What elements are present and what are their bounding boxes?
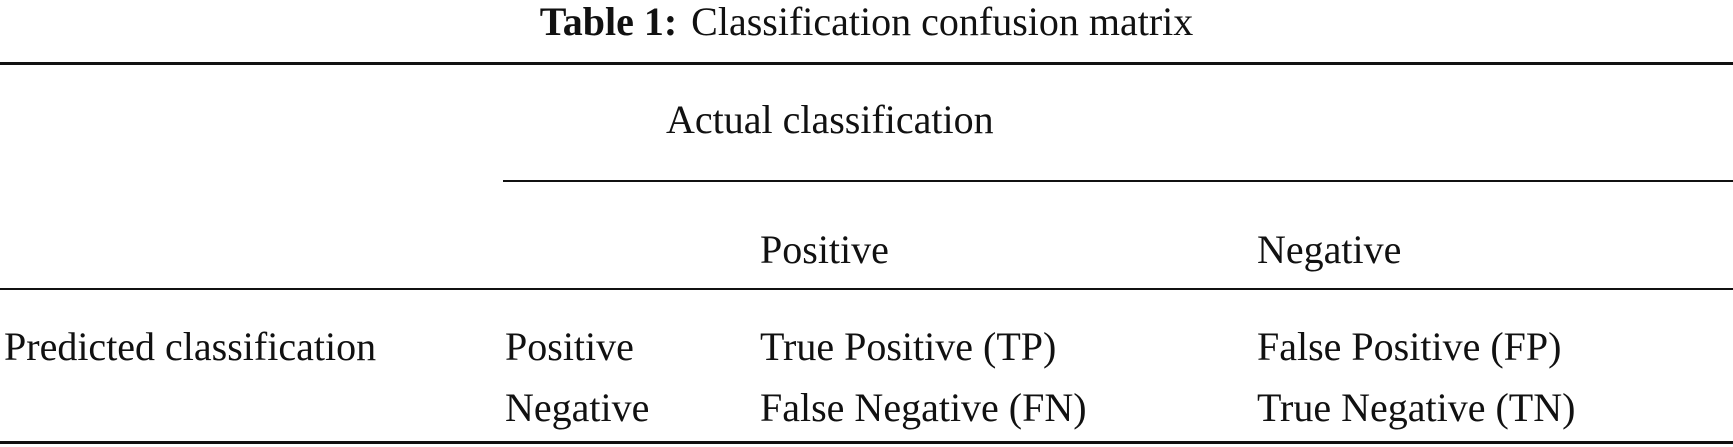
top-rule (0, 62, 1733, 65)
cell-true-positive: True Positive (TP) (760, 324, 1057, 369)
row-label-negative: Negative (505, 385, 650, 430)
actual-subheader-rule (503, 180, 1733, 182)
column-header-positive: Positive (760, 227, 889, 272)
table-caption: Table 1: Classification confusion matrix (0, 0, 1733, 44)
cell-false-negative: False Negative (FN) (760, 385, 1087, 430)
cell-true-negative: True Negative (TN) (1257, 385, 1576, 430)
caption-text: Classification confusion matrix (691, 0, 1194, 44)
predicted-classification-header: Predicted classification (4, 324, 377, 369)
mid-rule (0, 288, 1733, 290)
bottom-rule (0, 441, 1733, 444)
cell-false-positive: False Positive (FP) (1257, 324, 1562, 369)
row-label-positive: Positive (505, 324, 634, 369)
column-header-negative: Negative (1257, 227, 1402, 272)
actual-classification-header: Actual classification (666, 97, 994, 142)
caption-label: Table 1: (539, 0, 678, 44)
